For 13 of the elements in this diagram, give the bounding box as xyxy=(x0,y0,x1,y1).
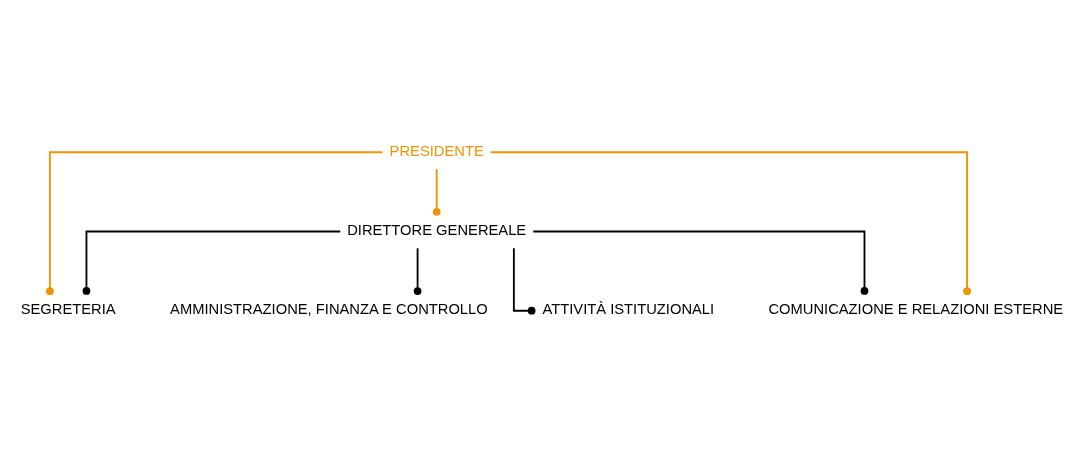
connector xyxy=(432,168,441,216)
connector xyxy=(46,151,384,295)
node-text: AMMINISTRAZIONE, FINANZA E CONTROLLO xyxy=(170,301,488,318)
connector xyxy=(512,247,536,315)
node-text: COMUNICAZIONE E RELAZIONI ESTERNE xyxy=(768,301,1064,318)
node-text: ATTIVITÀ ISTITUZIONALI xyxy=(542,301,715,318)
node-text: SEGRETERIA xyxy=(20,301,116,318)
node-text: PRESIDENTE xyxy=(389,142,484,159)
connector xyxy=(489,151,971,295)
connector xyxy=(82,230,342,295)
connector xyxy=(413,247,422,295)
connector xyxy=(532,230,869,295)
node-text: DIRETTORE GENEREALE xyxy=(347,222,527,238)
